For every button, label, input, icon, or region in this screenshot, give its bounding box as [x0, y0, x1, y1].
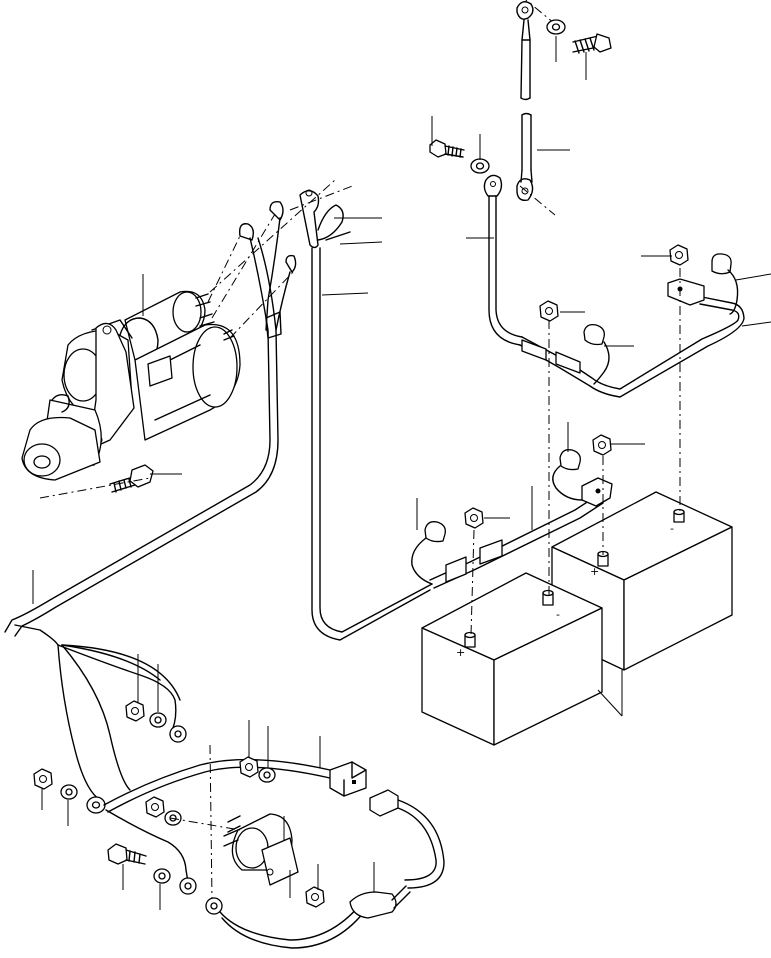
starter-mount-axis — [39, 477, 151, 499]
fusible-link — [219, 885, 411, 949]
nut-mid-left — [464, 507, 484, 529]
battery-cable-upper — [483, 174, 523, 346]
relay-cable — [103, 744, 331, 901]
battery-cable-right — [519, 278, 745, 398]
battery-right-polarity-pos: + — [590, 565, 599, 578]
washer-relay-b — [164, 810, 182, 826]
washer-top — [546, 19, 566, 35]
nut-relay-a — [239, 756, 259, 778]
terminal-cap-upper-right — [711, 253, 739, 315]
ring-terminal-lower-a — [169, 725, 187, 743]
ring-terminal-lower-c — [205, 897, 223, 915]
battery-right-terminal-neg — [673, 508, 685, 523]
bolt-starter — [109, 464, 154, 493]
ring-terminal-lower-left — [86, 796, 106, 814]
battery-left: + - — [421, 572, 603, 746]
battery-left-terminal-neg — [542, 589, 554, 606]
bolt-upper-left — [429, 139, 465, 158]
terminal-cap-mid-right — [552, 449, 583, 501]
connector — [329, 761, 367, 797]
nut-mid-right — [592, 434, 612, 456]
washer-relay-a — [258, 767, 276, 783]
washer-upper-left — [470, 158, 490, 174]
nut-upper-right — [669, 244, 689, 266]
battery-left-polarity-neg: - — [556, 608, 560, 621]
starter-motor — [21, 290, 241, 481]
bolt-top — [572, 33, 612, 54]
nut-relay-b — [145, 796, 165, 818]
washer-lower-left — [60, 784, 78, 800]
ring-terminal-lower-b — [179, 877, 197, 895]
terminal-cap-upper-mid — [583, 324, 610, 385]
nut-relay-c — [305, 886, 325, 908]
connector-mate — [369, 789, 445, 889]
terminal-cap-mid-left — [411, 521, 446, 585]
battery-right-polarity-neg: - — [670, 522, 674, 535]
harness-branches-lower — [57, 644, 181, 801]
nut-upper-mid — [539, 300, 559, 322]
washer-lower-b — [153, 868, 171, 884]
alignment-lines-batteries — [470, 268, 681, 636]
bolt-lower — [107, 843, 147, 865]
leader-lines — [32, 36, 771, 910]
ground-cable-long — [289, 184, 433, 641]
battery-relay — [169, 813, 299, 886]
ground-cable — [516, 0, 561, 216]
battery-left-polarity-pos: + — [456, 646, 465, 659]
washer-lower-a — [149, 712, 167, 728]
battery-cable-middle — [429, 477, 613, 589]
nut-lower-a — [125, 700, 145, 722]
battery-left-terminal-pos — [464, 631, 476, 648]
nut-lower-left — [33, 768, 53, 790]
wiring-harness — [4, 179, 336, 646]
